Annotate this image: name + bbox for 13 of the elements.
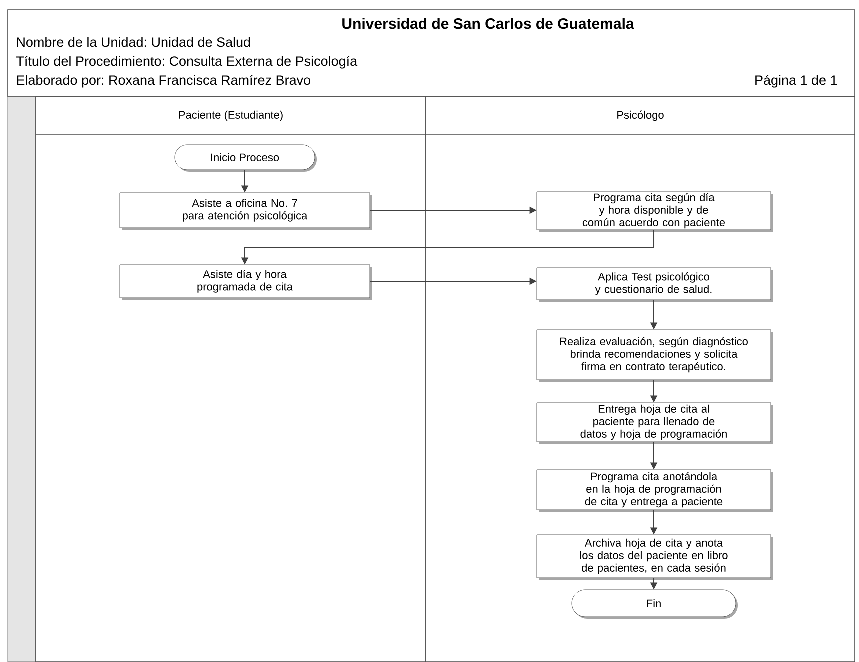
header-text: Elaborado por: Roxana Francisca Ramírez Bravo <box>17 75 310 88</box>
process-box: Realiza evaluación, según diagnóstico brinda recomendaciones y solicita firma en contrato terapéutico. <box>536 330 773 382</box>
process-box: Programa cita anotándola en la hoja de programación de cita y entrega a paciente <box>536 470 773 512</box>
process-box: Programa cita según día y hora disponible y de común acuerdo con paciente <box>536 192 773 232</box>
process-box: Aplica Test psicológico y cuestionario de salud. <box>536 268 773 302</box>
header-text: Título del Procedimiento: Consulta Externa de Psicología <box>16 56 358 69</box>
header-text: Nombre de la Unidad: Unidad de Salud <box>17 37 250 48</box>
process-box: Archiva hoja de cita y anota los datos del paciente en libro de pacientes, en cada sesión <box>536 534 773 580</box>
title: Universidad de San Carlos de Guatemala <box>342 18 634 30</box>
process-box: Asiste día y hora programada de cita <box>120 264 372 300</box>
process-box: Asiste a oficina No. 7 para atención psicológica <box>120 192 372 230</box>
header-text: Página 1 de 1 <box>756 75 838 88</box>
process-box: Entrega hoja de cita al paciente para llenado de datos y hoja de programación <box>536 402 773 444</box>
